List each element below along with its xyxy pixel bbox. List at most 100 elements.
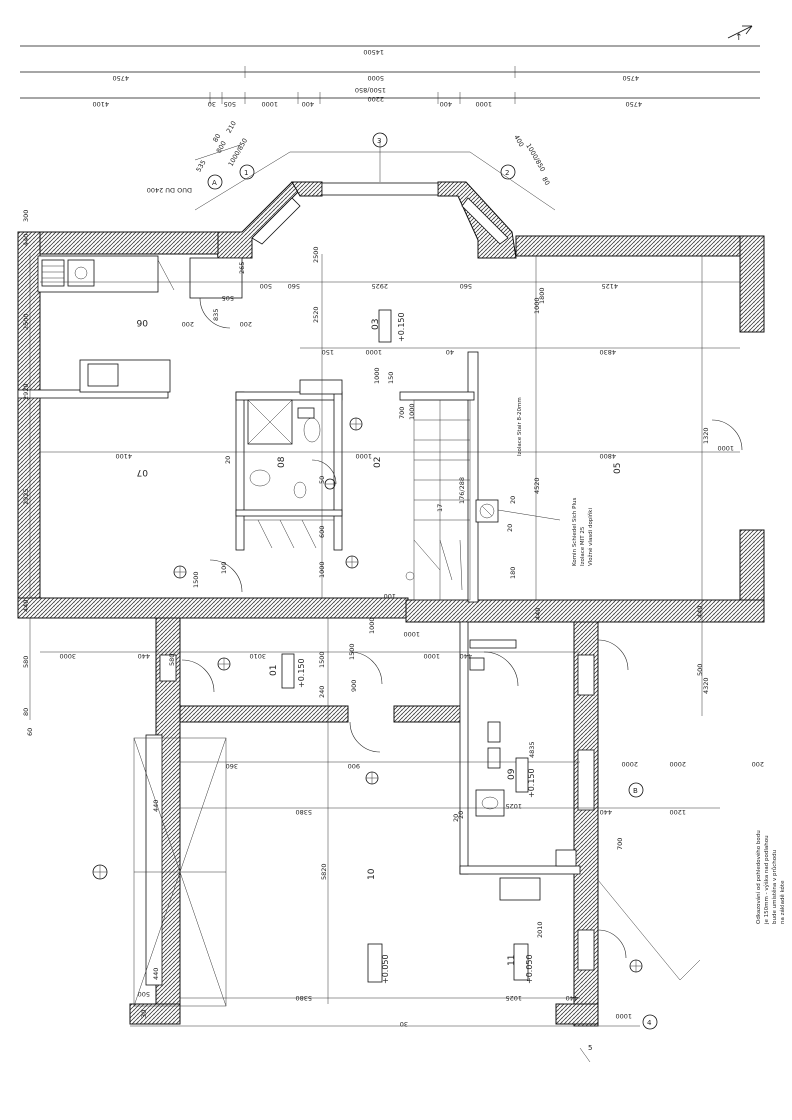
k-dim-9: 4125 bbox=[601, 282, 618, 290]
dim-top-d: 1500/850 bbox=[355, 86, 386, 94]
dim-top-c: 4750 bbox=[622, 74, 639, 82]
outer-walls bbox=[17, 231, 765, 1027]
dim-r3-6: 400 bbox=[440, 100, 452, 108]
d10-dim-0: 360 bbox=[226, 762, 238, 770]
d7-dim-7: 100 bbox=[220, 562, 228, 574]
lower-fixtures bbox=[469, 639, 577, 901]
kitchen-fixtures bbox=[37, 255, 243, 393]
d9-dim-2: 20 bbox=[452, 814, 460, 822]
d10-dim-4: 5380 bbox=[295, 994, 312, 1002]
side-note: Odkazování od pohledového bodu je 150mm … bbox=[597, 830, 786, 981]
d7-dim-2: 20 bbox=[224, 456, 232, 464]
d7-dim-4: 1000 bbox=[318, 561, 326, 578]
staircase bbox=[405, 399, 561, 601]
room-d2: 02 bbox=[373, 457, 383, 468]
bay-dim-4: 1000/850 bbox=[227, 137, 249, 168]
bay-r-1: 1000/850 bbox=[524, 142, 546, 173]
k-dim-4: 835 bbox=[212, 309, 220, 321]
d10-dim-2: 5380 bbox=[295, 808, 312, 816]
room-d7: 07 bbox=[137, 467, 148, 477]
lw-dim-12: 20 bbox=[457, 811, 465, 819]
d7-dim-1: 2920 bbox=[22, 383, 30, 400]
d5-dim-1: 440 bbox=[696, 606, 704, 618]
interior-walls bbox=[17, 351, 581, 875]
m-dim-1: 1000 bbox=[365, 348, 382, 356]
side-note-line-2: je 150mm - výška nad podlahou bbox=[763, 835, 770, 925]
st-dim-5: 20 bbox=[509, 496, 517, 504]
lw-dim-16: 440 bbox=[600, 808, 612, 816]
level-box-d9 bbox=[515, 757, 529, 793]
lw-dim-14: 2000 bbox=[621, 760, 638, 768]
d5-dim-5: 200 bbox=[752, 760, 764, 768]
d7-dim-3: 600 bbox=[318, 526, 326, 538]
k-dim-3: 200 bbox=[182, 320, 194, 328]
room-d11: 11 bbox=[507, 955, 517, 966]
d9-dim-4: 2010 bbox=[536, 921, 544, 938]
k-dim-0: 265 bbox=[238, 262, 246, 274]
level-markers: B 4 5 bbox=[92, 417, 658, 1063]
k-dim-2: 560 bbox=[288, 282, 300, 290]
chimney-note-2: Izolace MIT 25 bbox=[580, 526, 586, 566]
level-box-d10 bbox=[367, 943, 383, 983]
grid-label-5: 5 bbox=[588, 1044, 592, 1052]
lw-dim-4: 1500 bbox=[318, 651, 326, 668]
side-dim-3: 2925 bbox=[22, 488, 30, 505]
m-dim-0: 150 bbox=[322, 348, 334, 356]
st-dim-8: 100 bbox=[384, 592, 396, 600]
lw-dim-2: 580 bbox=[168, 654, 176, 666]
d11-dim-0: 1000 bbox=[615, 1012, 632, 1020]
dim-r3-2: 505 bbox=[224, 100, 236, 108]
k-dim-6: 505 bbox=[222, 294, 234, 302]
d9-dim-6: 440 bbox=[566, 994, 578, 1002]
lw-dim-9: 1000 bbox=[423, 652, 440, 660]
grid-label-b: B bbox=[633, 787, 638, 795]
level-d3: +0.150 bbox=[397, 312, 406, 342]
m-dim-6: 2500 bbox=[312, 246, 320, 263]
bay-r-2: 80 bbox=[540, 176, 551, 187]
d10-dim-5: 440 bbox=[152, 800, 160, 812]
lw-dim-6: 1500 bbox=[348, 643, 356, 660]
side-note-line-3: bude umístěna v průchodu bbox=[771, 850, 778, 924]
bay-dim-0: 80 bbox=[211, 132, 222, 143]
side-note-line-1: Odkazování od pohledového bodu bbox=[755, 830, 762, 924]
level-d1: +0.150 bbox=[297, 658, 306, 688]
st-dim-0: 700 bbox=[398, 407, 406, 419]
lw-dim-5: 240 bbox=[318, 686, 326, 698]
d5-dim-2: 1000 bbox=[717, 444, 734, 452]
d5-dim-4: 500 bbox=[696, 664, 704, 676]
room-labels: 06 07 08 02 03 +0.150 05 01 +0.150 09 +0… bbox=[136, 309, 623, 984]
dim-top-a: 4750 bbox=[112, 74, 129, 82]
st-dim-1: 1000 bbox=[408, 403, 416, 420]
room-d1: 01 bbox=[269, 665, 279, 676]
room-d8: 08 bbox=[277, 456, 287, 468]
grid-label-1: 1 bbox=[244, 169, 248, 177]
st-dim-6: 20 bbox=[506, 524, 514, 532]
chimney-note-3: Vložné vlasdi doplňki bbox=[587, 508, 594, 566]
room-d6: 06 bbox=[136, 317, 148, 327]
d5-dim-6: 2000 bbox=[669, 760, 686, 768]
level-d11: +0.050 bbox=[525, 954, 534, 984]
doors bbox=[181, 297, 743, 959]
windows bbox=[145, 654, 595, 986]
grid-label-2: 2 bbox=[505, 169, 509, 177]
level-box-d11 bbox=[513, 943, 529, 981]
top-dimension-lines bbox=[20, 45, 760, 104]
side-dim-6: 80 bbox=[22, 708, 30, 716]
d10-terrace bbox=[133, 737, 227, 1007]
lw-dim-13: 1000 bbox=[403, 630, 420, 638]
lw-dim-1: 440 bbox=[138, 652, 150, 660]
d7-dim-5: 50 bbox=[318, 476, 326, 484]
lw-dim-7: 900 bbox=[350, 680, 358, 692]
dim-r3-5: 2200 bbox=[367, 95, 384, 103]
side-dim-5: 580 bbox=[22, 656, 30, 668]
grid-label-4: 4 bbox=[647, 1019, 652, 1027]
grid-marker-top: 3 A 1 2 bbox=[207, 132, 516, 190]
lw-dim-0: 3000 bbox=[59, 652, 76, 660]
st-dim-4: 4520 bbox=[533, 477, 541, 494]
level-d10: +0.050 bbox=[381, 954, 390, 984]
d9-dim-5: 1025 bbox=[505, 994, 522, 1002]
m-dim-8: 150 bbox=[387, 372, 395, 384]
lw-dim-11: 60 bbox=[26, 728, 34, 736]
d9-dim-1: 1025 bbox=[505, 802, 522, 810]
